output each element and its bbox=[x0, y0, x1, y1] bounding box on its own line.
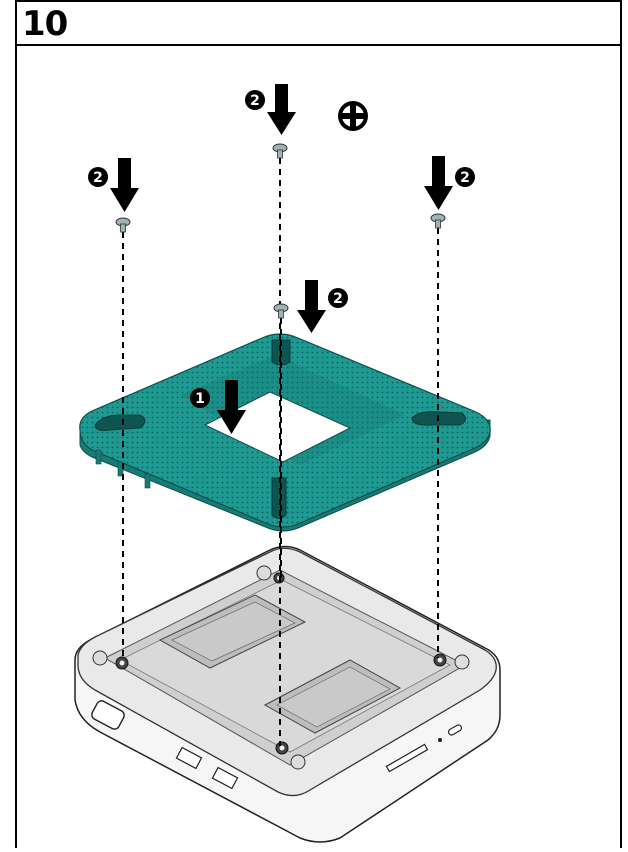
step-header bbox=[15, 0, 622, 46]
callout-2-right: 2 bbox=[455, 167, 475, 187]
svg-text:2: 2 bbox=[460, 170, 470, 186]
svg-text:1: 1 bbox=[195, 391, 205, 407]
bottom-cover-plate bbox=[79, 333, 491, 532]
callout-2-top: 2 bbox=[245, 90, 265, 110]
step-number: 10 bbox=[22, 4, 68, 44]
callout-2-left: 2 bbox=[88, 167, 108, 187]
callout-2-center: 2 bbox=[328, 288, 348, 308]
computer-chassis bbox=[74, 545, 501, 843]
callout-1: 1 bbox=[190, 388, 210, 408]
svg-text:2: 2 bbox=[333, 291, 343, 307]
svg-text:2: 2 bbox=[93, 170, 103, 186]
instruction-frame bbox=[15, 0, 622, 848]
svg-text:2: 2 bbox=[250, 93, 260, 109]
alignment-lines bbox=[122, 158, 439, 746]
down-arrow-icon bbox=[110, 84, 453, 434]
phillips-screwdriver-icon bbox=[338, 101, 368, 131]
installation-diagram: 2 2 2 2 1 bbox=[74, 84, 501, 843]
screw-icon bbox=[115, 143, 446, 319]
